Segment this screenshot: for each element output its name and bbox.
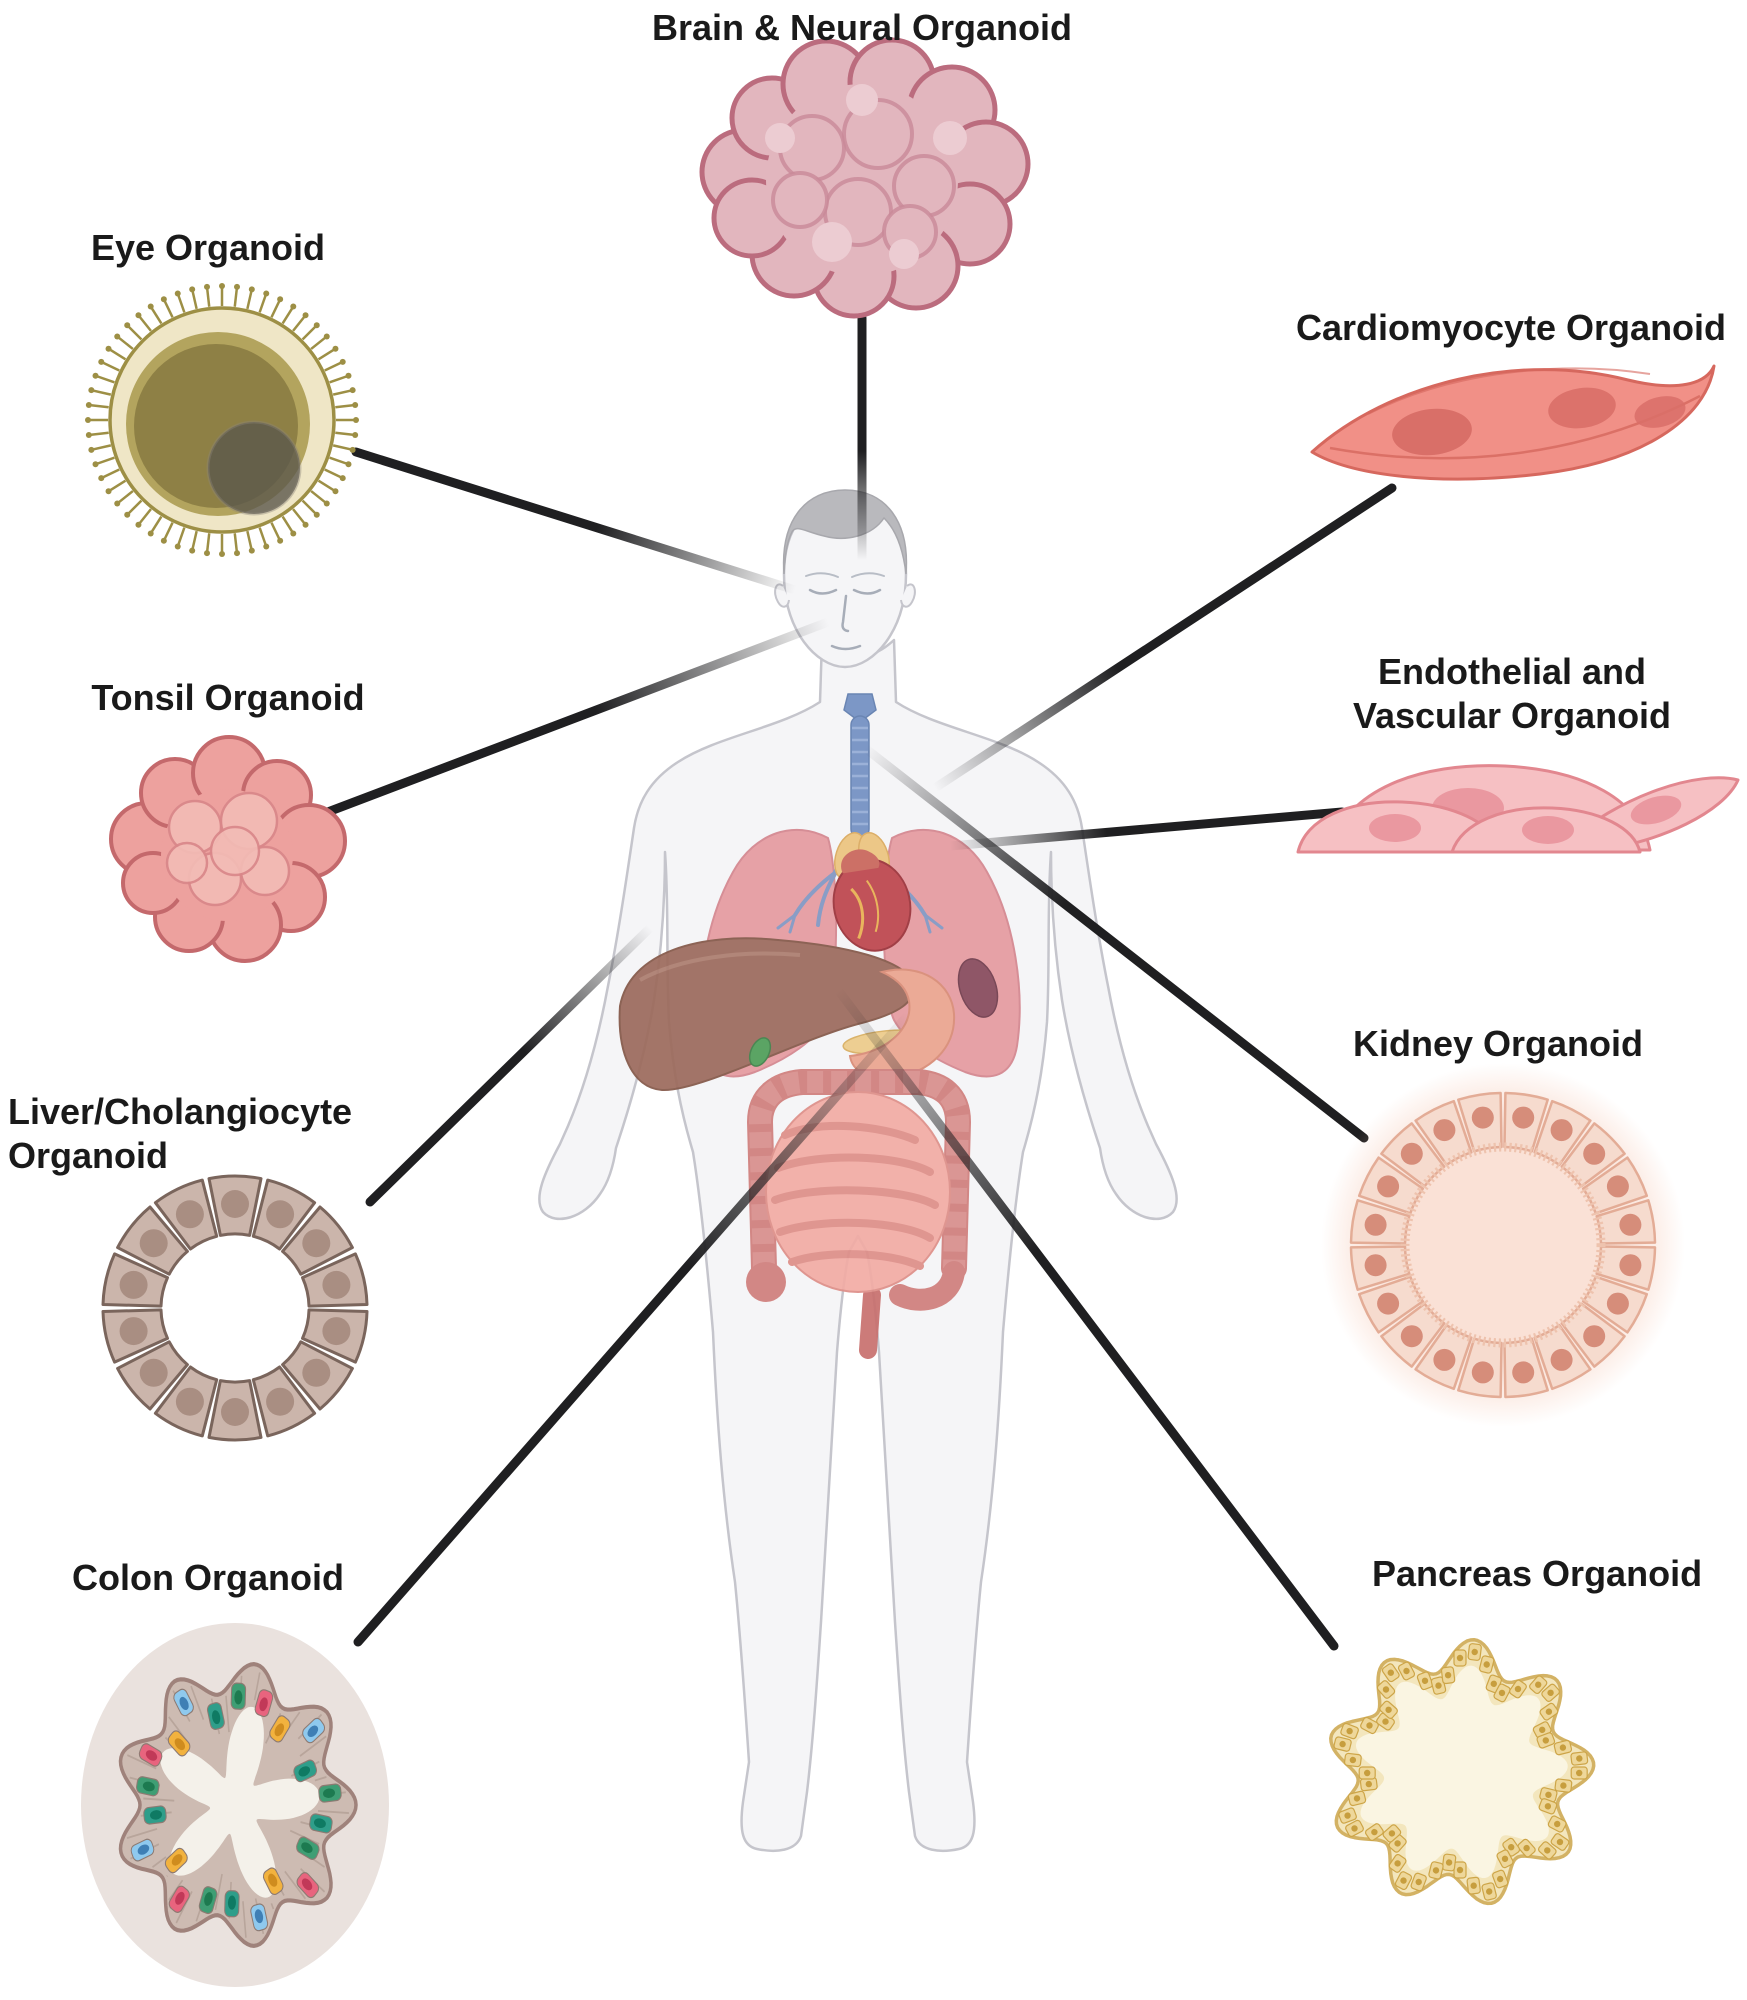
brain-organoid-label: Brain & Neural Organoid bbox=[651, 7, 1073, 48]
colon-organoid-illustration bbox=[81, 1623, 389, 1987]
liver-organoid-label-line2: Organoid bbox=[8, 1135, 168, 1176]
sigmoid-colon bbox=[889, 1261, 965, 1311]
liver-organoid-label-line1: Liver/Cholangiocyte bbox=[8, 1091, 353, 1132]
kidney-organoid-label: Kidney Organoid bbox=[1352, 1023, 1644, 1064]
kidney-organoid-illustration bbox=[1321, 1063, 1685, 1427]
connector-kidney-line bbox=[860, 743, 1369, 1143]
connector-endothelial-line bbox=[945, 807, 1347, 851]
connector-tonsil-line bbox=[307, 617, 833, 823]
pancreas-organoid-illustration bbox=[1329, 1637, 1596, 1906]
rectum bbox=[859, 1286, 881, 1359]
spleen bbox=[957, 958, 999, 1018]
connector-lines bbox=[307, 313, 1397, 1651]
liver-highlight bbox=[639, 951, 801, 982]
hair bbox=[782, 489, 908, 575]
colon-organoid-label: Colon Organoid bbox=[72, 1557, 344, 1598]
endothelial-organoid-label-line2: Vascular Organoid bbox=[1352, 695, 1672, 736]
tonsil-organoid-label: Tonsil Organoid bbox=[91, 677, 365, 718]
endothelial-organoid-label: Endothelial and Vascular Organoid bbox=[1353, 650, 1671, 738]
liver-organoid-illustration bbox=[101, 1174, 369, 1442]
tonsil-organoid-illustration bbox=[109, 735, 347, 963]
connector-liver-line bbox=[365, 923, 655, 1207]
internal-organs bbox=[618, 693, 1021, 1359]
cardiomyocyte-organoid-illustration bbox=[1310, 364, 1716, 481]
colon-haustra bbox=[748, 1071, 970, 1269]
gallbladder bbox=[748, 1037, 772, 1067]
liver-organoid-label: Liver/Cholangiocyte Organoid bbox=[8, 1090, 352, 1178]
face-features bbox=[805, 572, 885, 651]
cardiomyocyte-organoid-label: Cardiomyocyte Organoid bbox=[1295, 307, 1727, 348]
connector-pancreas-line bbox=[833, 985, 1339, 1651]
right-ear bbox=[900, 583, 916, 608]
endothelial-organoid-label-line1: Endothelial and bbox=[1377, 651, 1646, 692]
larynx bbox=[843, 693, 877, 723]
eye-organoid-label: Eye Organoid bbox=[90, 227, 326, 268]
human-body-figure bbox=[538, 489, 1178, 1853]
connector-cardiomyocyte-line bbox=[930, 483, 1397, 793]
intestine-folds bbox=[771, 1121, 939, 1270]
cecum bbox=[746, 1262, 786, 1302]
endothelial-organoid-illustration bbox=[1296, 764, 1740, 854]
eye-organoid-illustration bbox=[85, 283, 359, 557]
pancreas-organoid-label: Pancreas Organoid bbox=[1371, 1553, 1703, 1594]
liver bbox=[618, 937, 915, 1092]
connector-colon-line bbox=[353, 1010, 913, 1647]
trachea-rings bbox=[852, 726, 868, 826]
connector-eye-line bbox=[351, 447, 800, 595]
brain-organoid-illustration bbox=[699, 37, 1031, 319]
heart bbox=[832, 849, 912, 952]
